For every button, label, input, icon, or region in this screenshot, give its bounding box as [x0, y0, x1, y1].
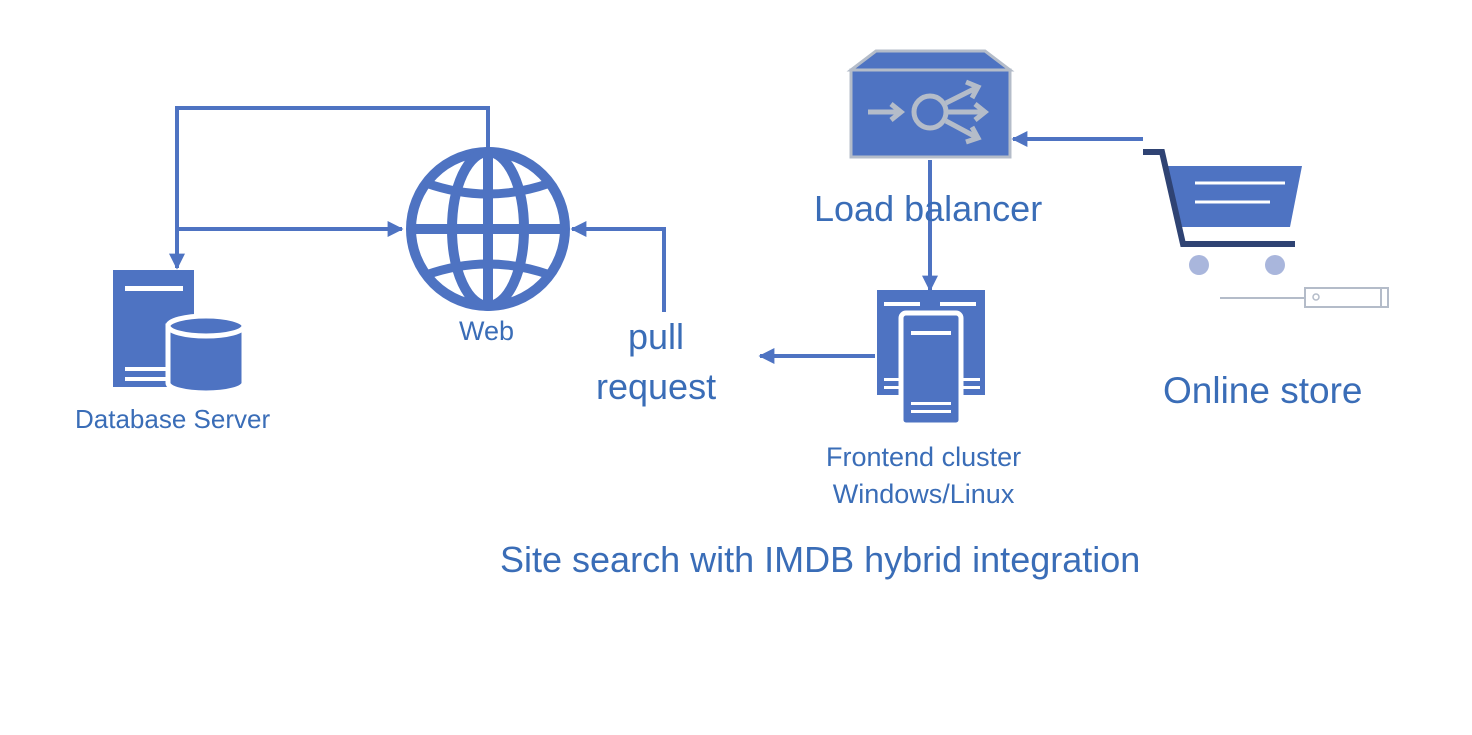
pull-request-label: pull request [596, 312, 716, 412]
pull-request-line1: pull [628, 316, 685, 357]
edge-web-to-database [169, 106, 490, 270]
web-label: Web [459, 316, 515, 346]
frontend-cluster-line2: Windows/Linux [832, 479, 1015, 509]
connectors [169, 106, 1143, 364]
load-balancer-label: Load balancer [814, 188, 1043, 229]
load-balancer-icon [846, 49, 1015, 159]
frontend-cluster-line1: Frontend cluster [826, 442, 1022, 472]
server-cluster-icon [877, 290, 985, 428]
globe-icon [406, 147, 570, 311]
diagram-title: Site search with IMDB hybrid integration [500, 539, 1141, 580]
database-server-label: Database Server [75, 404, 271, 434]
database-server-icon [113, 270, 247, 396]
pull-request-line2: request [596, 366, 717, 407]
online-store-label: Online store [1163, 370, 1363, 411]
frontend-cluster-label: Frontend cluster Windows/Linux [826, 439, 1021, 513]
shopping-cart-icon [1143, 149, 1389, 308]
edge-pullrequest-to-web [570, 221, 666, 312]
